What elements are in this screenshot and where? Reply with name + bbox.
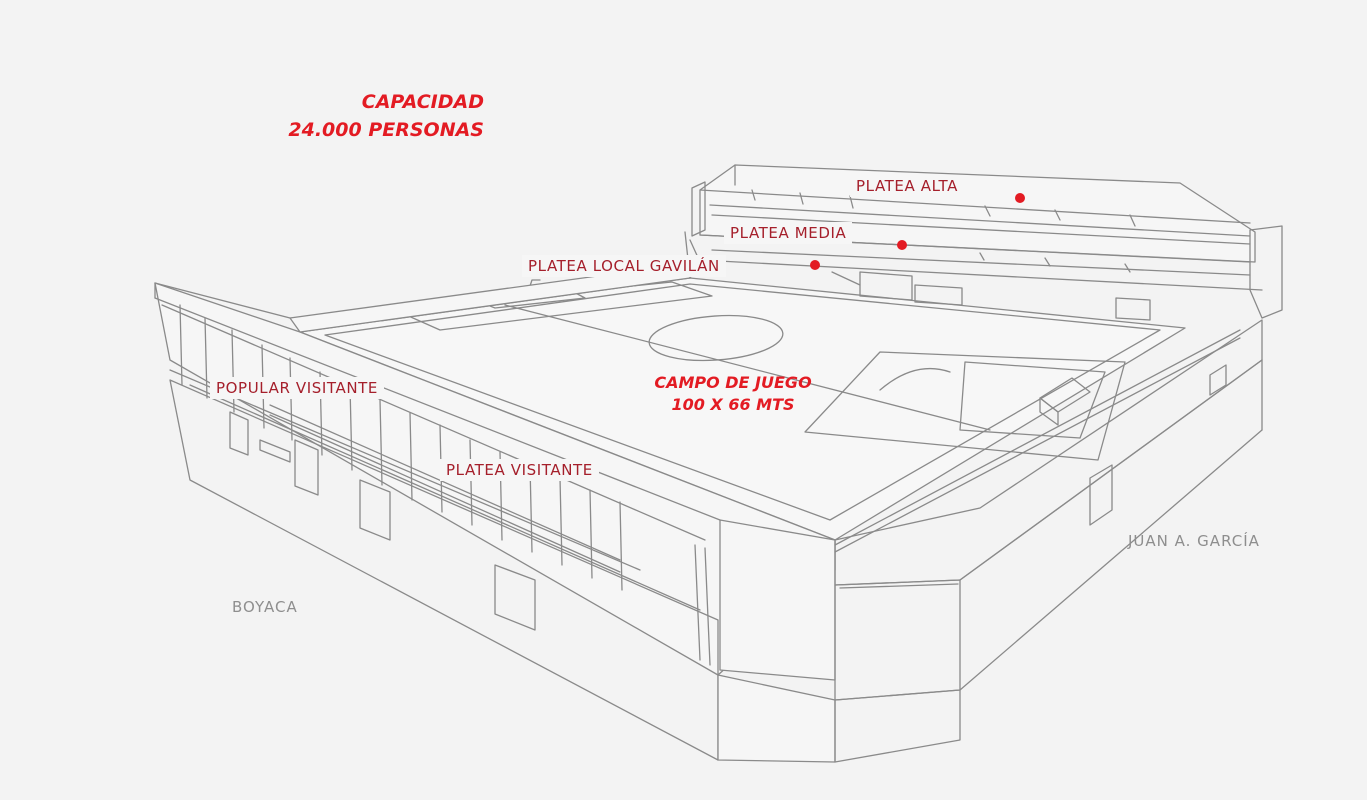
capacity-title: CAPACIDAD [361, 91, 484, 113]
label-platea-alta: PLATEA ALTA [850, 175, 964, 197]
street-right: JUAN A. GARCÍA [1128, 532, 1260, 550]
street-left: BOYACA [232, 598, 298, 616]
field-dimensions: CAMPO DE JUEGO 100 X 66 MTS [620, 372, 846, 416]
corner-building [694, 319, 1263, 763]
field-size: 100 X 66 MTS [671, 395, 795, 414]
capacity-value: 24.000 PERSONAS [288, 119, 484, 141]
capacity-heading: CAPACIDAD 24.000 PERSONAS [210, 88, 484, 144]
label-popular-visitante: POPULAR VISITANTE [210, 377, 384, 399]
field-title: CAMPO DE JUEGO [654, 373, 812, 392]
label-platea-local: PLATEA LOCAL GAVILÁN [522, 255, 726, 277]
label-platea-visitante: PLATEA VISITANTE [440, 459, 599, 481]
label-platea-media: PLATEA MEDIA [724, 222, 853, 244]
marker-platea-alta [1015, 193, 1025, 203]
marker-platea-local [810, 260, 820, 270]
marker-platea-media [897, 240, 907, 250]
